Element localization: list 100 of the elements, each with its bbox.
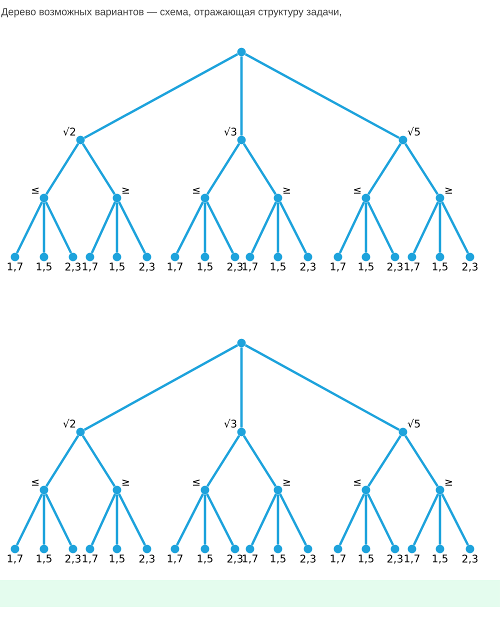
tree-branch xyxy=(116,202,118,253)
node-label: √3 xyxy=(224,126,236,136)
node-label: ≥ xyxy=(122,188,130,194)
tree-branch xyxy=(118,493,146,546)
node-label: 2,3 xyxy=(300,262,316,272)
tree-branch xyxy=(176,493,204,546)
tree-branch xyxy=(366,493,394,546)
node-label: 1,7 xyxy=(82,554,98,564)
node-label: 2,3 xyxy=(65,262,80,272)
node-label: 2,3 xyxy=(387,262,402,272)
tree-branch xyxy=(204,202,206,253)
node-label: 1,5 xyxy=(358,262,374,272)
title: Дерево возможных вариантов — схема, отражающая структуру задачи, xyxy=(1,8,341,18)
node-label: ≤ xyxy=(192,480,200,486)
tree-branch xyxy=(364,494,368,545)
tree-branch xyxy=(276,494,280,545)
node-label: 1,7 xyxy=(404,554,420,564)
node-label: 1,7 xyxy=(8,554,22,564)
tree-branch xyxy=(244,53,400,139)
tree-branch xyxy=(16,201,44,254)
node-label: ≥ xyxy=(122,480,130,486)
tree-branch xyxy=(42,494,46,545)
tree-branch xyxy=(118,201,146,254)
tree-dot xyxy=(237,338,246,348)
tree-branch xyxy=(16,493,44,546)
node-label: 2,3 xyxy=(227,554,242,564)
node-label: √3 xyxy=(224,418,236,428)
node-label: ≤ xyxy=(32,480,39,486)
tree-branch xyxy=(438,494,442,545)
node-label: 1,7 xyxy=(242,262,258,272)
tree-branch xyxy=(206,143,240,195)
tree-branch xyxy=(366,201,394,254)
node-label: 2,3 xyxy=(387,554,402,564)
tree-branch xyxy=(42,202,46,253)
node-label: 1,7 xyxy=(82,262,98,272)
node-label: √5 xyxy=(408,418,420,428)
node-label: ≥ xyxy=(445,480,452,486)
node-label: 2,3 xyxy=(462,262,478,272)
tree-branch xyxy=(242,143,277,195)
tree-branch xyxy=(250,494,278,546)
node-label: 1,7 xyxy=(242,554,258,564)
tree-branch xyxy=(278,493,308,546)
node-label: 1,7 xyxy=(330,554,346,564)
node-label: 1,5 xyxy=(36,262,52,272)
tree-branch xyxy=(44,493,72,546)
tree-branch xyxy=(244,344,400,431)
node-label: 1,5 xyxy=(110,554,124,564)
tree-branch xyxy=(204,494,206,545)
tree-branch xyxy=(367,143,402,195)
node-label: ≤ xyxy=(354,480,361,486)
node-label: ≤ xyxy=(192,188,200,194)
tree-branch xyxy=(276,202,280,253)
node-label: 1,7 xyxy=(330,262,346,272)
node-label: 1,5 xyxy=(36,554,52,564)
tree-branch xyxy=(45,143,80,195)
tree-branch xyxy=(367,435,402,487)
node-label: 1,5 xyxy=(432,262,448,272)
tree-branch xyxy=(278,201,308,254)
node-label: 1,5 xyxy=(358,554,374,564)
node-label: 1,5 xyxy=(270,554,286,564)
node-label: 1,5 xyxy=(198,262,212,272)
tree-branch xyxy=(90,494,116,546)
tree-branch xyxy=(45,435,80,487)
tree-branch xyxy=(440,201,470,254)
node-label: √2 xyxy=(63,418,76,428)
tree-branch xyxy=(84,53,238,139)
node-label: 1,7 xyxy=(168,554,182,564)
tree-branch xyxy=(364,202,368,253)
node-label: ≥ xyxy=(445,188,452,194)
node-label: ≥ xyxy=(283,188,290,194)
tree-dot xyxy=(237,48,246,56)
node-label: 1,7 xyxy=(8,262,22,272)
tree-branch xyxy=(176,201,204,254)
tree-branch xyxy=(412,202,440,254)
node-label: 2,3 xyxy=(227,262,242,272)
tree-branch xyxy=(84,344,238,431)
node-label: 1,7 xyxy=(404,262,420,272)
node-label: 2,3 xyxy=(139,262,154,272)
tree-branch xyxy=(404,435,439,487)
node-label: 1,5 xyxy=(198,554,212,564)
tree-branch xyxy=(206,493,234,546)
tree-branch xyxy=(338,202,366,254)
node-label: 2,3 xyxy=(65,554,80,564)
tree-branch xyxy=(438,202,442,253)
tree-branch xyxy=(338,494,366,546)
tree-branch xyxy=(82,143,116,195)
node-label: ≤ xyxy=(32,188,39,194)
tree-branch xyxy=(44,201,72,254)
tree-branch xyxy=(250,202,278,254)
tree-branch xyxy=(404,143,439,195)
node-label: 1,5 xyxy=(110,262,124,272)
node-label: 2,3 xyxy=(139,554,154,564)
tree-branch xyxy=(90,202,116,254)
tree-branch xyxy=(240,347,243,428)
node-label: 2,3 xyxy=(462,554,478,564)
tree-branch xyxy=(116,494,118,545)
node-label: 1,7 xyxy=(168,262,182,272)
tree-branch xyxy=(206,201,234,254)
tree-branch xyxy=(82,435,116,487)
node-label: ≥ xyxy=(283,480,290,486)
